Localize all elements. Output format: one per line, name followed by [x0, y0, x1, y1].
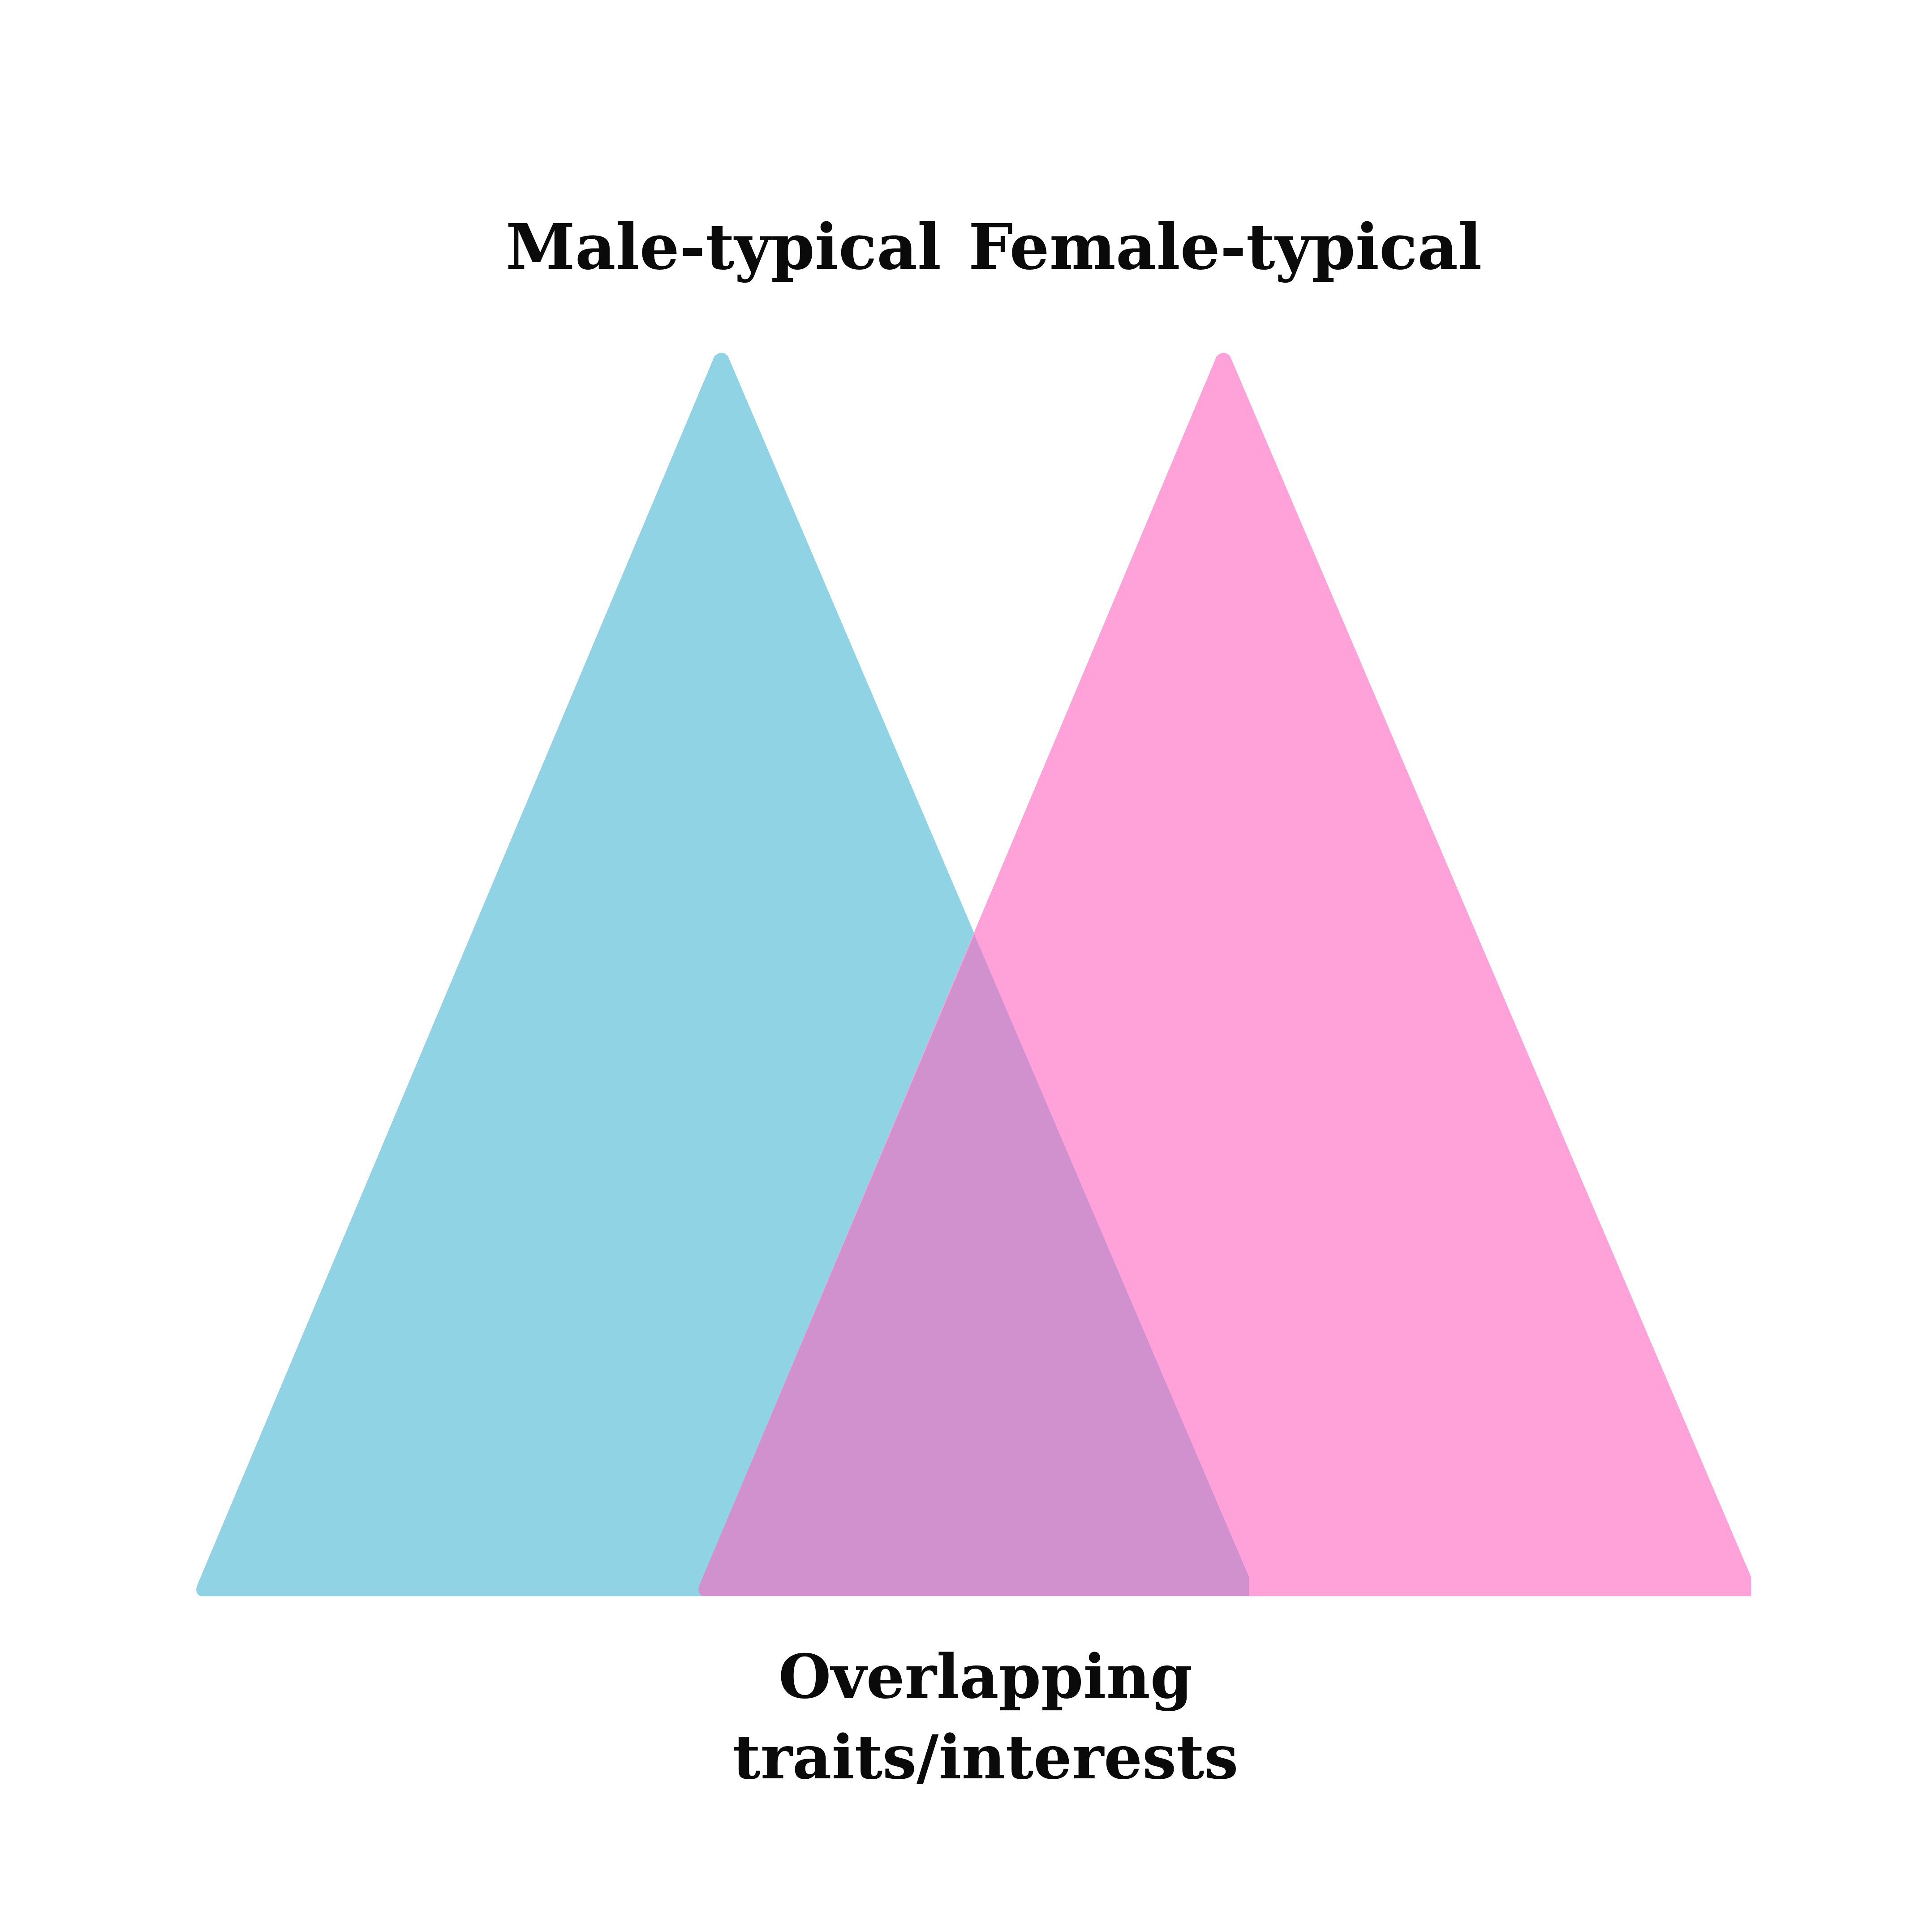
- overlap-region: [698, 934, 1249, 1596]
- male-typical-label: Male-typical: [506, 211, 941, 284]
- overlap-label-line1: Overlapping: [779, 1641, 1192, 1712]
- overlap-label-line2: traits/interests: [733, 1721, 1239, 1793]
- female-typical-label: Female-typical: [968, 211, 1482, 284]
